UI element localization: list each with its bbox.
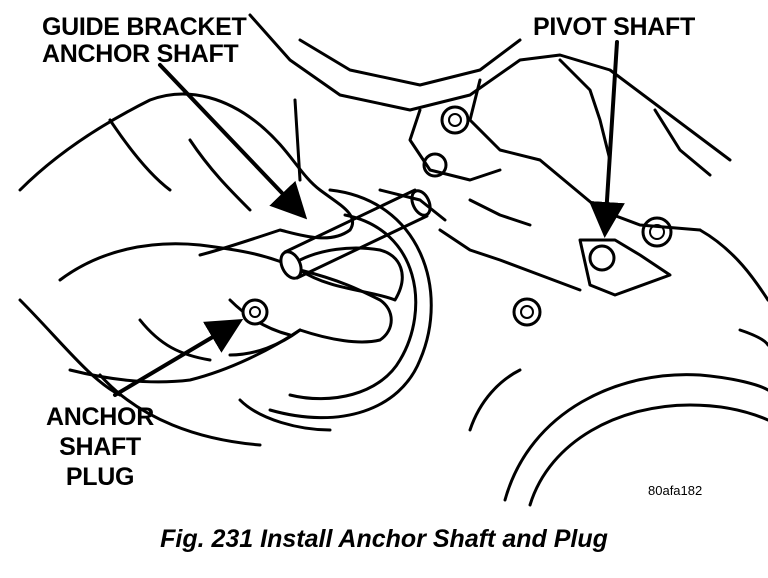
- figure-code: 80afa182: [648, 483, 703, 498]
- arrow-pivot-shaft: [588, 40, 625, 238]
- anchor-shaft-plug-label: ANCHOR SHAFT PLUG: [36, 402, 164, 492]
- bolt-head: [422, 152, 448, 178]
- guide-bracket-outline: [248, 13, 732, 162]
- bolt-head: [641, 216, 673, 248]
- guide-bracket-label-line2: ANCHOR SHAFT: [42, 40, 239, 68]
- hand-lower: [58, 242, 393, 384]
- arrow-guide-bracket: [158, 63, 308, 220]
- pivot-bracket: [578, 238, 672, 297]
- hand-upper: [18, 92, 355, 257]
- bolt-head: [512, 297, 542, 327]
- guide-bracket-label-line1: GUIDE BRACKET: [42, 13, 247, 41]
- band-drum: [268, 188, 433, 420]
- pivot-shaft-end: [588, 244, 616, 272]
- arrow-anchor-plug: [113, 318, 244, 397]
- plug-label-line1: ANCHOR: [46, 403, 154, 431]
- figure-caption: Fig. 231 Install Anchor Shaft and Plug: [160, 525, 608, 553]
- bolt-head: [440, 105, 470, 135]
- pivot-shaft-label: PIVOT SHAFT: [533, 13, 695, 41]
- plug-label-line3: PLUG: [65, 463, 135, 491]
- guide-bracket-inner: [298, 38, 522, 87]
- plug-label-line2: SHAFT: [59, 433, 141, 461]
- gear-outline: [503, 373, 768, 502]
- anchor-shaft: [283, 188, 429, 280]
- anchor-shaft-plug: [241, 298, 269, 326]
- guide-bracket-anchor-shaft-label: GUIDE BRACKET ANCHOR SHAFT: [42, 13, 247, 68]
